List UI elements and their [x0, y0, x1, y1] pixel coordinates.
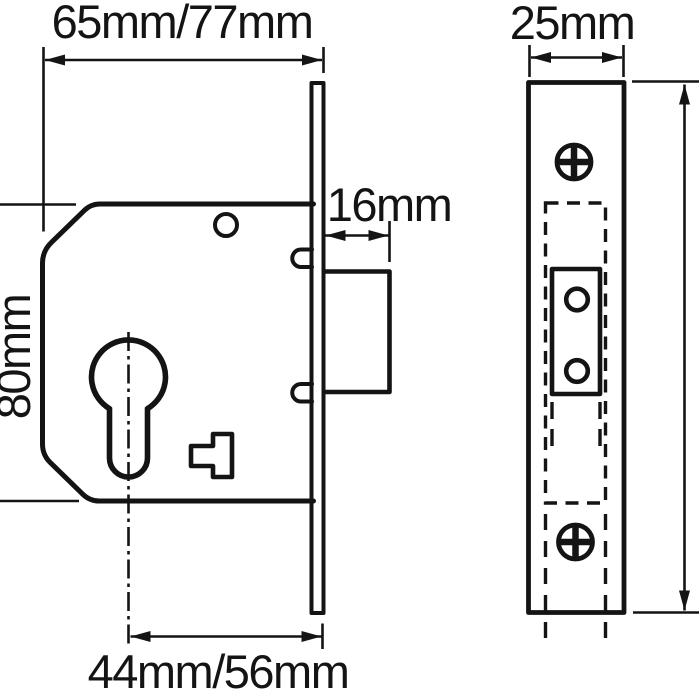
deadbolt-front — [549, 266, 603, 397]
bottom-screw — [556, 522, 595, 562]
case-height-label: 80mm — [0, 295, 40, 420]
backset-label: 44mm/56mm — [88, 645, 349, 698]
side-view-lock-case — [40, 81, 392, 648]
hidden-case-outline — [543, 201, 608, 505]
deadbolt-hole-lower — [563, 357, 591, 385]
dimension-lines — [0, 45, 699, 649]
dimension-labels: 65mm/77mm 25mm 16mm 44mm/56mm 80mm — [0, 0, 636, 698]
fixing-hole — [213, 212, 239, 238]
deadbolt-side — [322, 269, 392, 395]
faceplate-front — [526, 80, 627, 615]
bolt-throw-label: 16mm — [327, 178, 452, 231]
follower-cutout — [188, 431, 235, 480]
deadbolt-hole-upper — [563, 286, 591, 313]
case-width-label: 65mm/77mm — [52, 0, 313, 48]
plate-width-label: 25mm — [510, 0, 635, 49]
lower-fixing-lug — [290, 382, 314, 404]
upper-fixing-lug — [290, 247, 314, 269]
front-view-faceplate — [526, 80, 627, 646]
faceplate-side — [309, 81, 326, 615]
lock-case-outline — [40, 201, 316, 504]
top-screw — [554, 142, 594, 182]
